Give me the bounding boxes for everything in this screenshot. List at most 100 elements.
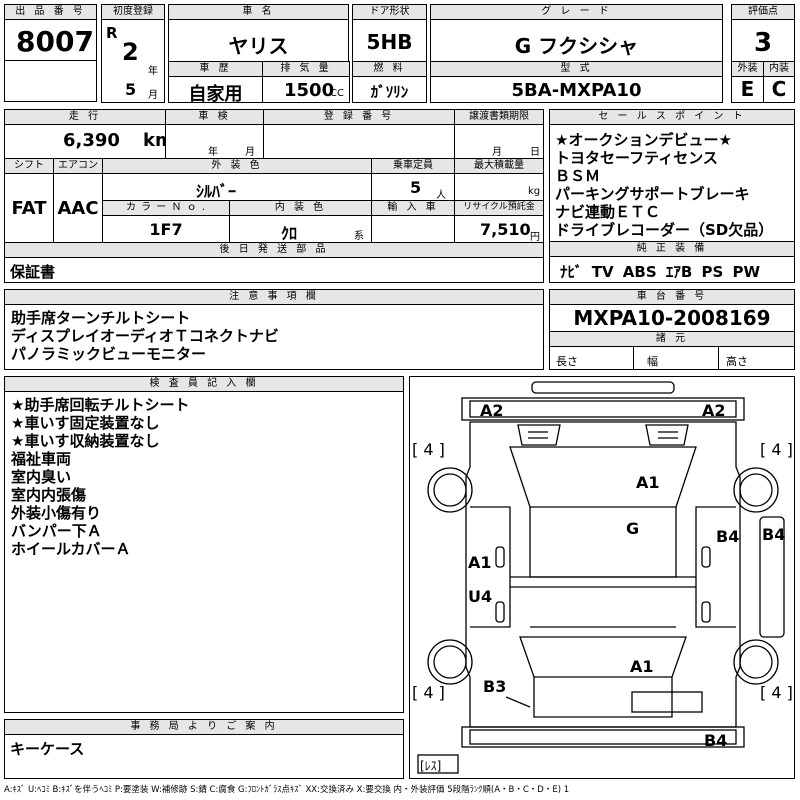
damage-mark: B4	[716, 527, 740, 546]
lot-no: 8007	[16, 25, 94, 58]
equipment: ﾅﾋﾞ TV ABS ｴｱB PS PW	[560, 263, 761, 281]
int-color-unit: 系	[354, 231, 364, 242]
recycle-label: リサイクル預託金	[454, 200, 544, 216]
equipment-box	[549, 256, 795, 283]
transfer-day-unit: 日	[530, 147, 540, 158]
damage-mark: B4	[762, 525, 786, 544]
exterior-score: E	[740, 77, 755, 101]
office-label: 事 務 局 よ り ご 案 内	[4, 719, 404, 735]
later-parts-box	[4, 257, 544, 283]
import-box	[371, 215, 455, 243]
int-color-label: 内 装 色	[229, 200, 372, 216]
exterior-label: 外装	[731, 61, 764, 77]
inspector-label: 検 査 員 記 入 欄	[4, 376, 404, 392]
mileage-box	[4, 124, 166, 159]
fuel: ｶﾞｿﾘﾝ	[370, 83, 409, 101]
transfer-label: 譲渡書類期限	[454, 109, 544, 125]
recycle-unit: 円	[530, 232, 540, 243]
later-parts-label: 後 日 発 送 部 品	[4, 242, 544, 258]
length-box	[549, 346, 634, 370]
model-label: 型 式	[430, 61, 723, 77]
grade-label: グ レ ー ド	[430, 4, 723, 20]
fuel-label: 燃 料	[352, 61, 427, 77]
tire-depth: [ 4 ]	[760, 440, 793, 459]
color: ｼﾙﾊﾞｰ	[195, 182, 236, 201]
reg-no-box	[263, 124, 455, 159]
inspector-list: ★助手席回転チルトシート ★車いす固定装置なし ★車いす収納装置なし 福祉車両 …	[4, 391, 404, 713]
equipment-label: 純 正 装 備	[549, 241, 795, 257]
history: 自家用	[188, 84, 243, 105]
lot-no-label: 出 品 番 号	[4, 4, 97, 20]
sales-point-item: トヨタセーフティセンス	[555, 149, 718, 167]
color-no-label: カ ラ ー Ｎ ｏ .	[102, 200, 230, 216]
sales-point-item: ドライブレコーダー（SD欠品）	[555, 221, 774, 239]
damage-mark: A1	[630, 657, 654, 676]
inspector-item: 室内臭い	[11, 468, 72, 486]
sales-point-item: ★オークションデビュー★	[555, 131, 732, 149]
chassis-number: MXPA10-2008169	[573, 306, 771, 330]
load-box	[454, 173, 544, 201]
inspection-label: 車 検	[165, 109, 264, 125]
sales-point-item: ＢＳＭ	[555, 167, 601, 185]
model-box	[430, 76, 723, 103]
damage-mark: U4	[468, 587, 493, 606]
later-parts: 保証書	[10, 263, 56, 281]
displacement: 1500	[284, 80, 335, 101]
aircon-label: エアコン	[53, 158, 103, 174]
inspector-item: ホイールカバーＡ	[11, 540, 131, 558]
damage-mark: A1	[468, 553, 492, 572]
history-label: 車 歴	[168, 61, 263, 77]
transfer-box	[454, 124, 544, 159]
first-reg-year-unit: 年	[148, 66, 158, 77]
height-label: 高さ	[726, 355, 748, 368]
sales-point-item: ナビ連動ＥＴＣ	[555, 203, 661, 221]
interior-score: C	[771, 77, 787, 101]
interior-label: 内装	[763, 61, 795, 77]
inspector-item: バンパー下Ａ	[11, 522, 102, 540]
damage-mark: B3	[483, 677, 507, 696]
damage-mark: A1	[636, 473, 660, 492]
load-unit: kg	[528, 186, 541, 197]
score: 3	[753, 28, 773, 58]
displacement-unit: CC	[330, 88, 344, 99]
interior-box	[763, 76, 795, 103]
tire-depth: [ 4 ]	[412, 683, 445, 702]
displacement-box	[262, 76, 350, 103]
fuel-box	[352, 76, 427, 103]
color-label: 外 装 色	[102, 158, 372, 174]
note-item: ディスプレイオーディオＴコネクトナビ	[11, 327, 279, 345]
first-reg-era: R	[106, 24, 118, 42]
height-box	[718, 346, 795, 370]
note-item: 助手席ターンチルトシート	[11, 309, 191, 327]
office-box	[4, 734, 404, 779]
recycle: 7,510	[480, 220, 531, 239]
score-box	[731, 19, 795, 62]
inspector-item: ★車いす収納装置なし	[11, 432, 160, 450]
width-box	[633, 346, 719, 370]
inspector-item: ★車いす固定装置なし	[11, 414, 160, 432]
damage-mark: B4	[704, 731, 728, 750]
door-box	[352, 19, 427, 62]
shift-label: シフト	[4, 158, 54, 174]
damage-mark: G	[626, 519, 640, 538]
office-note: キーケース	[10, 740, 85, 758]
notes-label: 注 意 事 項 欄	[4, 289, 544, 305]
int-color-box	[229, 215, 372, 243]
load-label: 最大積載量	[454, 158, 544, 174]
inspection-month-unit: 月	[245, 147, 255, 158]
first-reg-box	[101, 19, 165, 103]
car-outline-icon	[417, 381, 785, 774]
inspection-year-unit: 年	[208, 147, 218, 158]
inspection-box	[165, 124, 264, 159]
lot-no-box	[4, 19, 97, 61]
mileage-label: 走 行	[4, 109, 166, 125]
inspector-item: 室内内張傷	[11, 486, 87, 504]
first-reg-month: 5	[125, 80, 137, 99]
door-type: 5HB	[366, 30, 413, 54]
sales-points-list: ★オークションデビュー★ トヨタセーフティセンス ＢＳＭ パーキングサポートブレ…	[549, 124, 795, 242]
shift: FAT	[11, 198, 47, 219]
mileage: 6,390	[63, 130, 120, 151]
sales-point-item: パーキングサポートブレーキ	[555, 185, 750, 203]
first-reg-label: 初度登録	[101, 4, 165, 20]
tire-depth: [ 4 ]	[760, 683, 793, 702]
